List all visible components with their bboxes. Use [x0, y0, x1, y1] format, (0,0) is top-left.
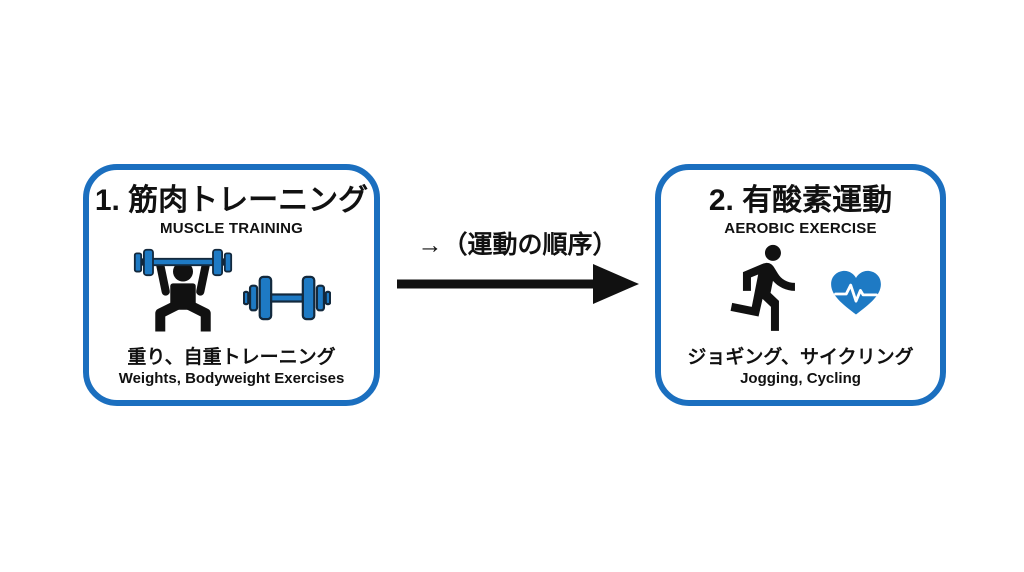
card-subtitle: MUSCLE TRAINING [160, 219, 303, 237]
muscle-training-card: 1. 筋肉トレーニング MUSCLE TRAINING [83, 164, 380, 406]
sequence-label: →（運動の順序） [417, 231, 618, 259]
card-caption-jp: ジョギング、サイクリング [687, 347, 914, 368]
card-caption-en: Weights, Bodyweight Exercises [118, 370, 345, 387]
flow-arrow-icon [395, 262, 640, 311]
icon-row [89, 237, 374, 343]
aerobic-exercise-card: 2. 有酸素運動 AEROBIC EXERCISE ジョギング、サイクリング J… [655, 164, 946, 406]
weightlifter-icon [133, 241, 233, 338]
heart-pulse-icon [829, 270, 883, 323]
card-caption-en: Jogging, Cycling [740, 370, 861, 387]
runner-icon [719, 239, 815, 340]
dumbbell-icon [242, 270, 331, 331]
card-title: 1. 筋肉トレーニング [94, 184, 369, 217]
card-caption-jp: 重り、自重トレーニング [127, 347, 336, 368]
card-title: 2. 有酸素運動 [708, 184, 893, 217]
icon-row [661, 237, 940, 343]
card-subtitle: AEROBIC EXERCISE [724, 219, 877, 237]
